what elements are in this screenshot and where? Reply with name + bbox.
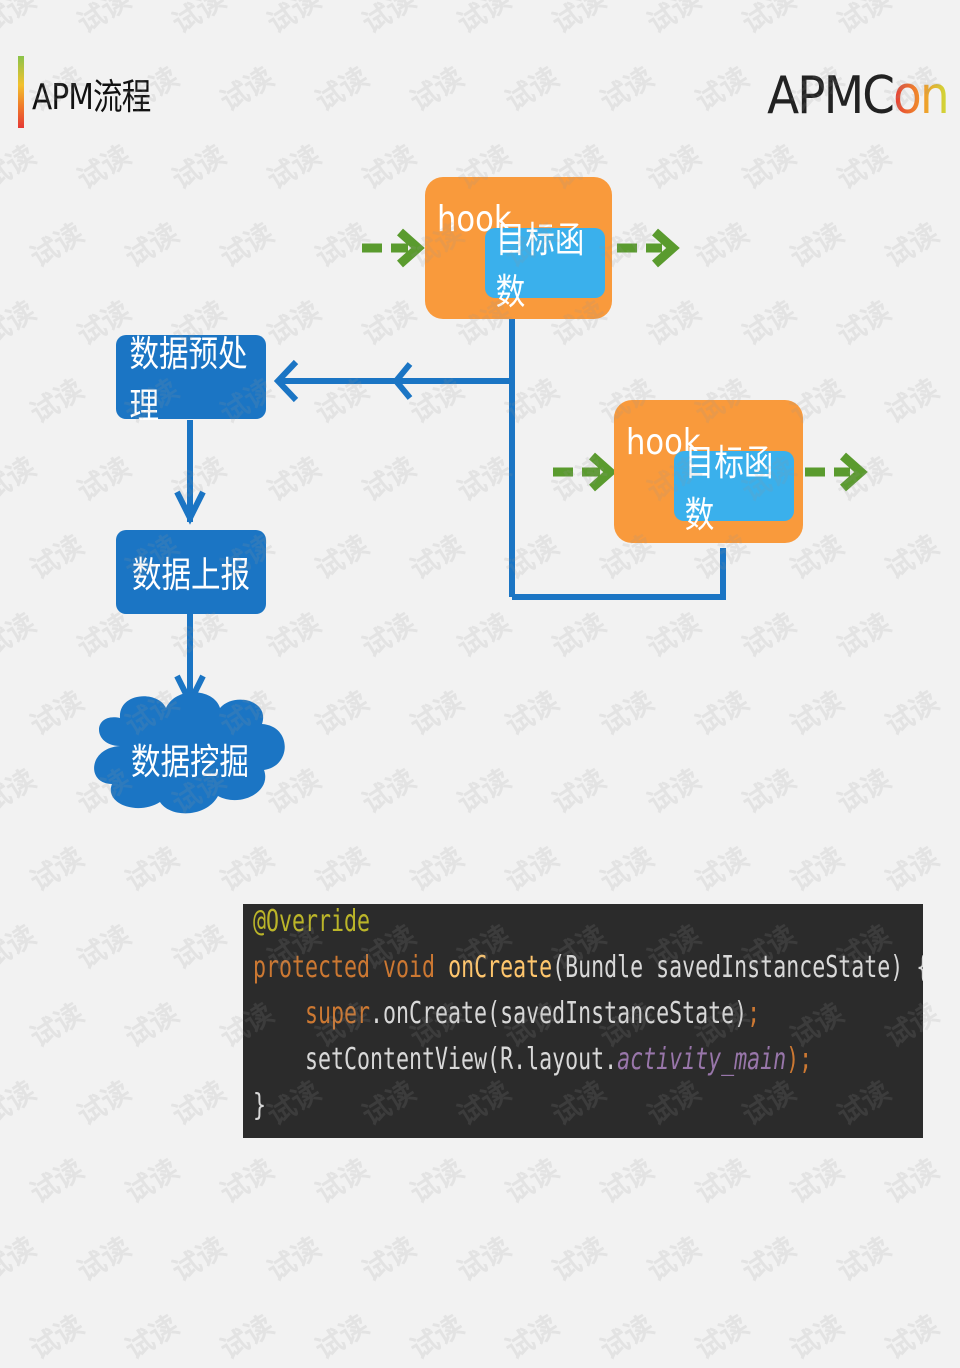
apmcon-logo: APMCon <box>767 66 950 126</box>
collect-connector <box>273 318 726 600</box>
target-function-label: 目标函数 <box>495 220 585 313</box>
step-preprocess: 数据预处理 <box>116 334 266 427</box>
hook2-output-arrow <box>805 452 868 492</box>
target-function-box: 目标函数 <box>485 220 605 313</box>
hook1-input-arrow <box>362 228 425 268</box>
logo-accent-text: on <box>893 66 949 126</box>
step-preprocess-label: 数据预处理 <box>129 334 248 427</box>
logo-main-text: APMC <box>767 66 895 126</box>
code-line-2: protected void onCreate(Bundle savedInst… <box>253 950 923 985</box>
hook2-input-arrow <box>553 452 617 492</box>
target-function-box: 目标函数 <box>674 443 794 536</box>
hook-block-2: hook 目标函数 <box>614 400 803 543</box>
code-line-3: super.onCreate(savedInstanceState); <box>305 996 761 1031</box>
step-report: 数据上报 <box>116 530 266 614</box>
report-to-mining-arrow <box>174 614 206 709</box>
page-title: APM流程 <box>32 77 151 118</box>
target-function-label: 目标函数 <box>684 443 774 536</box>
step-report-label: 数据上报 <box>131 555 251 596</box>
step-mining-label: 数据挖掘 <box>130 742 250 783</box>
cloud-shape <box>94 692 285 814</box>
code-line-1: @Override <box>253 904 371 939</box>
code-line-5: } <box>253 1088 267 1123</box>
title-accent-bar <box>18 56 24 128</box>
code-line-4: setContentView(R.layout.activity_main); <box>305 1042 813 1077</box>
hook1-output-arrow <box>617 228 680 268</box>
code-snippet: @Override protected void onCreate(Bundle… <box>243 904 923 1138</box>
preprocess-to-report-arrow <box>174 420 206 525</box>
hook-block-1: hook 目标函数 <box>425 177 612 319</box>
